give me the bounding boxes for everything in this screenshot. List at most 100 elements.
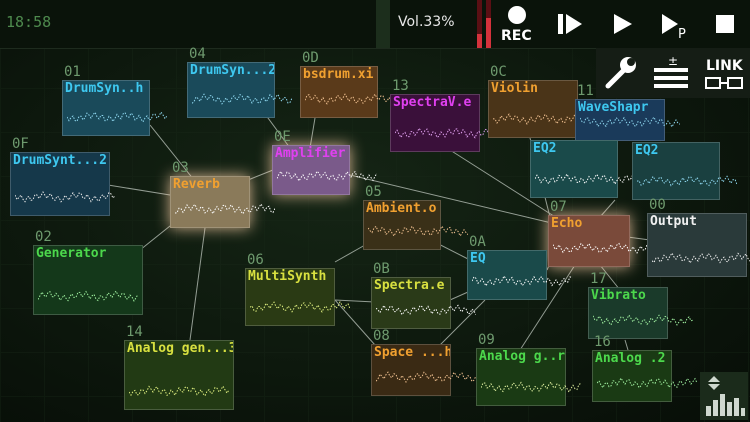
- waveform-preview: [15, 190, 115, 203]
- module-node[interactable]: Output: [647, 213, 750, 277]
- module-label: Analog g..r: [479, 349, 565, 364]
- wire: [349, 174, 561, 226]
- record-label: REC: [501, 28, 532, 44]
- module-node[interactable]: Spectra.e: [371, 277, 476, 329]
- module-node[interactable]: EQ: [467, 250, 572, 300]
- play-button[interactable]: [606, 4, 642, 44]
- module-node[interactable]: Analog g..r: [476, 348, 581, 406]
- equalizer-icon: [706, 376, 745, 416]
- module-node[interactable]: Space ...h: [371, 344, 476, 396]
- module-id: 11: [577, 83, 594, 99]
- link-icon[interactable]: [704, 74, 744, 92]
- play-pattern-button[interactable]: [552, 4, 588, 44]
- level-meter-right: [486, 0, 491, 48]
- module-node[interactable]: EQ2: [632, 142, 737, 200]
- module-id: 0D: [302, 50, 319, 66]
- volume-label[interactable]: Vol.33%: [398, 14, 455, 30]
- wire: [449, 291, 469, 301]
- module-id: 17: [590, 271, 607, 287]
- waveform-preview: [368, 225, 468, 237]
- module-id: 02: [35, 229, 52, 245]
- waveform-preview: [395, 127, 495, 139]
- module-node[interactable]: Vibrato: [588, 287, 693, 339]
- module-node[interactable]: Reverb: [170, 176, 275, 228]
- waveform-preview: [472, 275, 572, 287]
- waveform-preview: [305, 93, 405, 105]
- module-label: DrumSyn...2: [190, 63, 274, 78]
- waveform-preview: [192, 93, 292, 105]
- wire: [139, 221, 176, 251]
- module-id: 0C: [490, 64, 507, 80]
- waveform-preview: [652, 252, 750, 264]
- module-id: 06: [247, 252, 264, 268]
- module-id: 16: [594, 334, 611, 350]
- wrench-icon[interactable]: [600, 52, 642, 94]
- module-node[interactable]: DrumSyn..h: [62, 80, 167, 136]
- module-id: 0A: [469, 234, 486, 250]
- wire: [107, 184, 171, 196]
- svg-text:P: P: [678, 27, 686, 42]
- svg-text:±: ±: [668, 54, 678, 68]
- module-label: EQ2: [533, 141, 557, 156]
- waveform-preview: [597, 377, 697, 389]
- waveform-preview: [376, 371, 476, 384]
- wire: [599, 264, 621, 291]
- module-id: 0F: [12, 136, 29, 152]
- record-icon: [508, 6, 526, 24]
- wire: [247, 169, 274, 181]
- wire: [334, 299, 376, 346]
- stop-button[interactable]: [708, 4, 744, 44]
- module-node[interactable]: DrumSynt...2: [10, 152, 115, 216]
- module-label: Analog gen...3: [127, 341, 233, 356]
- wire: [519, 264, 576, 351]
- spectrum-view-button[interactable]: [700, 372, 748, 420]
- module-node[interactable]: WaveShapr: [575, 99, 680, 141]
- module-node[interactable]: Generator: [33, 245, 143, 315]
- module-node[interactable]: Analog gen...3: [124, 340, 234, 410]
- module-node[interactable]: bsdrum.xi: [300, 66, 405, 118]
- module-label: Amplifier: [275, 146, 346, 161]
- module-id: 05: [365, 184, 382, 200]
- wire: [599, 199, 616, 218]
- module-label: Spectra.e: [374, 278, 445, 293]
- module-label: MultiSynth: [248, 269, 327, 284]
- module-node[interactable]: SpectraV.e: [390, 94, 495, 152]
- module-id: 13: [392, 78, 409, 94]
- toolbar-separator: [376, 0, 390, 48]
- module-id: 0B: [373, 261, 390, 277]
- module-node[interactable]: Echo: [548, 215, 653, 267]
- module-id: 14: [126, 324, 143, 340]
- module-label: Vibrato: [591, 288, 646, 303]
- module-node[interactable]: DrumSyn...2: [187, 62, 292, 118]
- module-id: 01: [64, 64, 81, 80]
- arrange-icon[interactable]: ±: [650, 54, 696, 92]
- module-node[interactable]: Ambient.o: [363, 200, 468, 250]
- module-label: EQ: [470, 251, 486, 266]
- module-node[interactable]: EQ2: [530, 140, 635, 198]
- wire: [449, 149, 561, 221]
- module-id: 0E: [274, 129, 291, 145]
- module-label: Space ...h: [374, 345, 450, 360]
- record-button[interactable]: REC: [500, 4, 536, 44]
- waveform-preview: [376, 304, 476, 316]
- module-label: Violin: [491, 81, 538, 96]
- wire: [309, 117, 316, 149]
- module-id: 00: [649, 197, 666, 213]
- module-node[interactable]: Amplifier: [272, 145, 377, 195]
- module-label: Reverb: [173, 177, 220, 192]
- waveform-preview: [250, 300, 350, 313]
- clock-label: 18:58: [6, 13, 52, 31]
- link-label[interactable]: LINK: [706, 58, 743, 74]
- module-node[interactable]: Violin: [488, 80, 593, 138]
- wire: [439, 299, 486, 346]
- module-node[interactable]: MultiSynth: [245, 268, 350, 326]
- module-label: Analog .2: [595, 351, 666, 366]
- play-from-pattern-button[interactable]: P: [656, 4, 692, 44]
- module-id: 04: [189, 46, 206, 62]
- module-label: Output: [650, 214, 697, 229]
- module-label: WaveShapr: [578, 100, 649, 115]
- module-id: 07: [550, 199, 567, 215]
- waveform-preview: [67, 111, 167, 123]
- module-node[interactable]: Analog .2: [592, 350, 697, 402]
